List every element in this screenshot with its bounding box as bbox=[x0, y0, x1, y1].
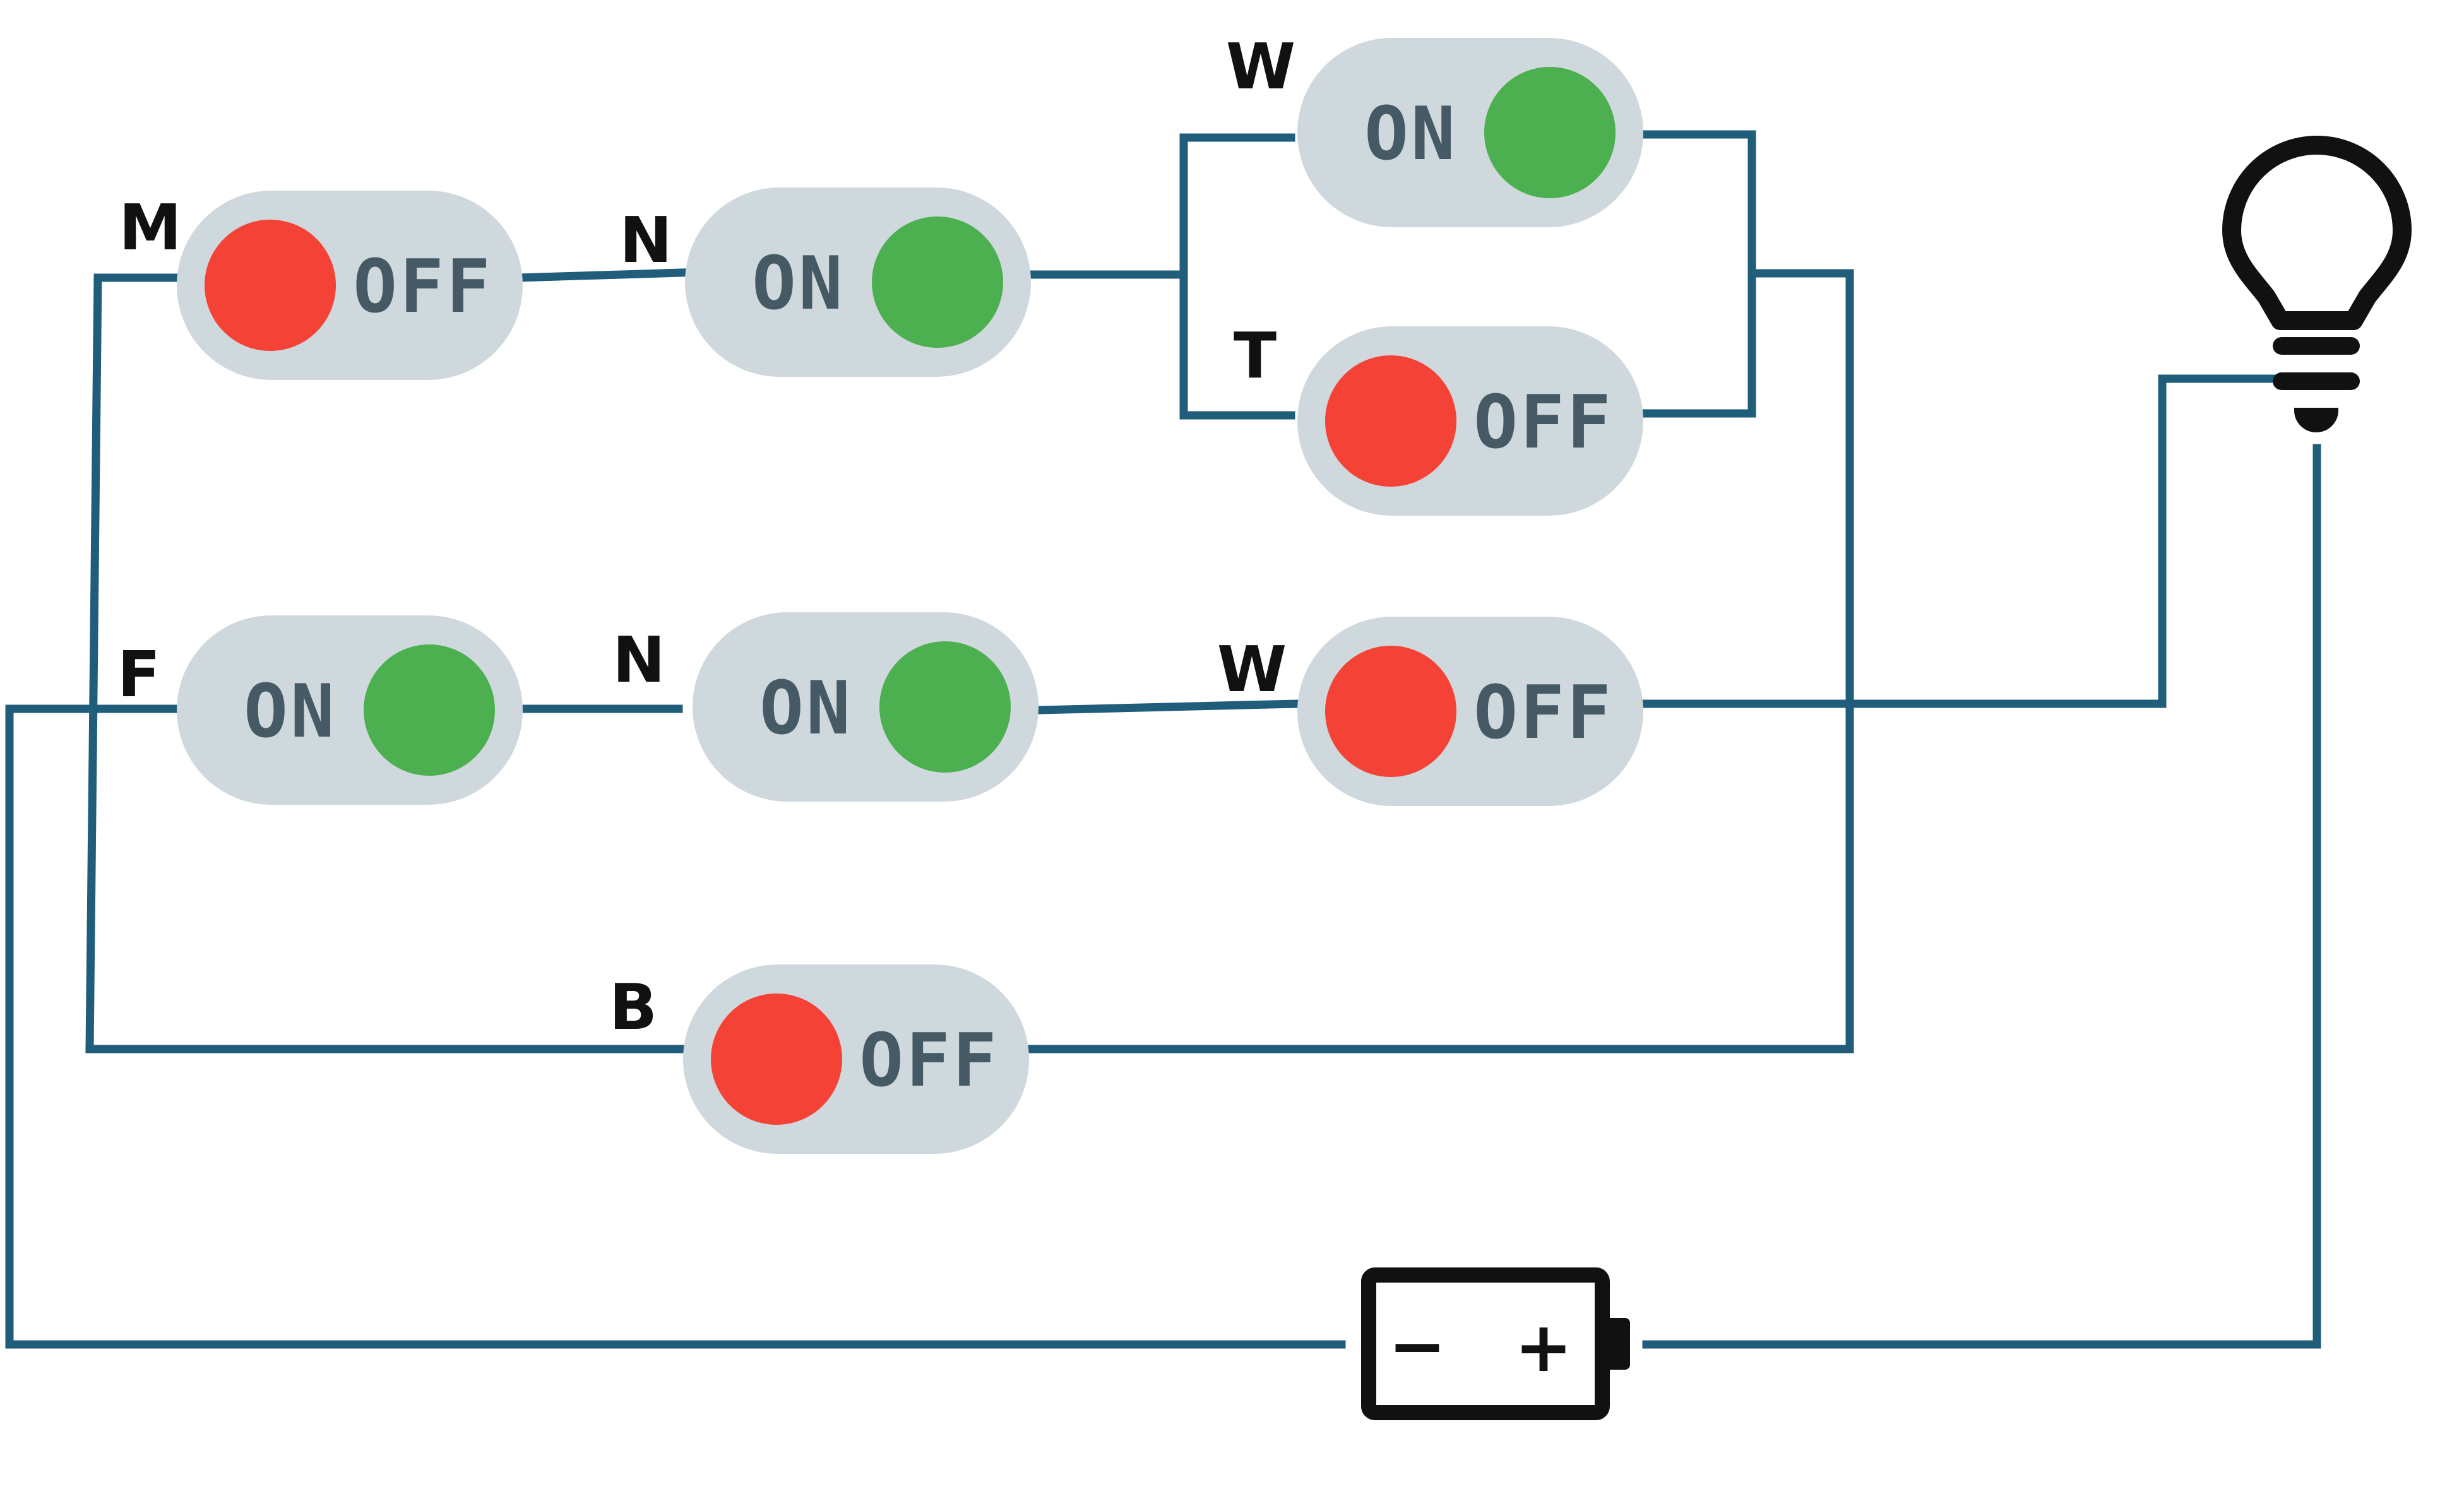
switch-knob-on bbox=[879, 641, 1011, 773]
switch-label-f: F bbox=[117, 638, 160, 711]
switch-knob-off bbox=[1325, 646, 1456, 777]
switch-knob-on bbox=[872, 217, 1003, 348]
wire-merge-to-right bbox=[1747, 269, 1854, 1053]
switch-label-b: B bbox=[609, 970, 657, 1044]
wire-m-left bbox=[85, 273, 181, 1053]
wire-w-to-bulb bbox=[1637, 374, 2283, 708]
switch-state-text: OFF bbox=[1473, 670, 1614, 756]
wire-n-to-w bbox=[1034, 699, 1302, 715]
wire-split bbox=[1179, 133, 1295, 420]
switch-label-w-middle: W bbox=[1217, 632, 1287, 706]
bulb-tip bbox=[2294, 408, 2339, 432]
wire-battery-left bbox=[5, 704, 1346, 1349]
wire-battery-right bbox=[1642, 444, 2321, 1349]
switch-state-text: ON bbox=[752, 241, 845, 326]
switch-t-s4[interactable]: OFF bbox=[1297, 326, 1643, 516]
switch-b-s8[interactable]: OFF bbox=[683, 964, 1029, 1154]
switch-knob-off bbox=[205, 220, 336, 351]
switch-state-text: OFF bbox=[859, 1018, 999, 1103]
switch-state-text: ON bbox=[1364, 92, 1458, 177]
switch-layer: OFF ON ON OFF ON ON OFF OFF bbox=[177, 38, 1643, 1154]
switch-knob-on bbox=[364, 644, 495, 776]
circuit-wires bbox=[5, 130, 2321, 1349]
switch-state-text: ON bbox=[759, 666, 853, 751]
switch-label-m: M bbox=[119, 191, 182, 264]
switch-w-s7[interactable]: OFF bbox=[1297, 617, 1643, 806]
switch-label-n-middle: N bbox=[612, 623, 665, 697]
battery-terminal bbox=[1602, 1318, 1630, 1370]
switch-n-s2[interactable]: ON bbox=[685, 187, 1031, 377]
battery-negative: − bbox=[1388, 1305, 1446, 1386]
wire-m-to-n bbox=[515, 268, 686, 282]
switch-n-s6[interactable]: ON bbox=[693, 612, 1039, 802]
switch-knob-off bbox=[711, 994, 842, 1125]
bulb-glass bbox=[2222, 136, 2412, 330]
switch-state-text: OFF bbox=[1473, 380, 1614, 465]
battery: − + bbox=[1361, 1267, 1630, 1420]
switch-knob-on bbox=[1484, 67, 1616, 198]
switch-state-text: ON bbox=[244, 669, 337, 754]
switch-state-text: OFF bbox=[353, 244, 493, 329]
switch-f-s5[interactable]: ON bbox=[177, 615, 523, 805]
battery-positive: + bbox=[1515, 1307, 1573, 1387]
switch-w-s3[interactable]: ON bbox=[1297, 38, 1643, 227]
wire-merge bbox=[1637, 130, 1756, 418]
switch-knob-off bbox=[1325, 355, 1456, 487]
label-layer: M N W T F N W B bbox=[117, 30, 1295, 1044]
switch-m-s1[interactable]: OFF bbox=[177, 191, 523, 380]
switch-label-n-top: N bbox=[619, 203, 672, 277]
switch-label-t: T bbox=[1234, 319, 1277, 393]
switch-label-w-top: W bbox=[1226, 30, 1295, 104]
light-bulb-icon bbox=[2222, 136, 2412, 432]
